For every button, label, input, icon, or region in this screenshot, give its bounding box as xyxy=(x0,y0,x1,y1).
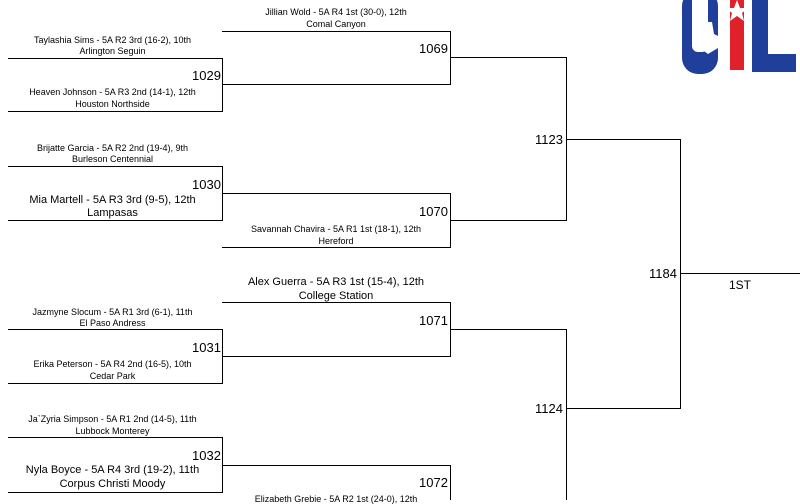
wrestler-name: Jillian Wold - 5A R4 1st (30-0), 12th xyxy=(265,7,407,17)
wrestler-name: Savannah Chavira - 5A R1 1st (18-1), 12t… xyxy=(250,224,422,234)
wrestler-school: College Station xyxy=(298,290,374,302)
match-number: 1029 xyxy=(192,68,221,83)
wrestler-school: Burleson Centennial xyxy=(71,154,154,164)
uil-logo xyxy=(682,0,796,74)
wrestler-name: Erika Peterson - 5A R4 2nd (16-5), 10th xyxy=(33,359,192,369)
bracket-line xyxy=(566,139,680,140)
match-number: 1032 xyxy=(192,448,221,463)
wrestler-school: Hereford xyxy=(318,236,354,246)
wrestler-school: Houston Northside xyxy=(75,99,150,109)
bracket-line xyxy=(680,273,800,274)
bracket-line xyxy=(566,408,680,409)
match-number: 1184 xyxy=(649,266,677,281)
wrestler-name: Jazmyne Slocum - 5A R1 3rd (6-1), 11th xyxy=(32,307,193,317)
star-icon xyxy=(726,0,748,21)
wrestler-school: Lampasas xyxy=(87,207,138,219)
bracket-line xyxy=(8,58,222,59)
bracket-line xyxy=(8,492,222,493)
wrestler-name: Nyla Boyce - 5A R4 3rd (19-2), 11th xyxy=(25,464,200,476)
bracket-line xyxy=(8,383,222,384)
wrestler-school: Lubbock Monterey xyxy=(75,426,150,436)
bracket-line xyxy=(222,302,450,303)
wrestler-school: Comal Canyon xyxy=(306,19,366,29)
match-number: 1030 xyxy=(192,177,221,192)
bracket-line xyxy=(8,329,222,330)
bracket-line xyxy=(566,329,567,500)
match-number: 1031 xyxy=(192,340,221,355)
match-number: 1072 xyxy=(419,475,448,490)
wrestler-school: El Paso Andress xyxy=(79,318,146,328)
bracket-line xyxy=(450,220,566,221)
winner-label: 1ST xyxy=(728,278,751,292)
match-number: 1069 xyxy=(419,41,448,56)
match-number: 1124 xyxy=(535,401,563,416)
bracket-line xyxy=(8,437,222,438)
match-number: 1070 xyxy=(419,204,448,219)
wrestler-name: Brijatte Garcia - 5A R2 2nd (19-4), 9th xyxy=(36,143,189,153)
bracket-line xyxy=(222,31,450,32)
bracket-line xyxy=(222,465,450,466)
bracket-line xyxy=(450,465,451,500)
wrestler-name: Alex Guerra - 5A R3 1st (15-4), 12th xyxy=(247,276,425,288)
wrestler-school: Cedar Park xyxy=(89,371,136,381)
wrestler-school: Arlington Seguin xyxy=(79,46,146,56)
bracket-line xyxy=(680,139,681,409)
bracket-line xyxy=(8,220,222,221)
bracket-line xyxy=(450,57,566,58)
bracket-line xyxy=(222,193,450,194)
wrestler-name: Mia Martell - 5A R3 3rd (9-5), 12th xyxy=(29,194,196,206)
wrestler-name: Elizabeth Grebie - 5A R2 1st (24-0), 12t… xyxy=(254,494,418,504)
wrestler-name: Heaven Johnson - 5A R3 2nd (14-1), 12th xyxy=(29,87,196,97)
bracket-line xyxy=(450,31,451,85)
bracket-line xyxy=(222,247,450,248)
bracket-line xyxy=(8,166,222,167)
bracket-line xyxy=(450,329,566,330)
bracket-line xyxy=(222,58,223,112)
match-number: 1123 xyxy=(535,132,563,147)
bracket-line xyxy=(222,356,450,357)
wrestler-school: Corpus Christi Moody xyxy=(59,478,166,490)
texas-shape xyxy=(692,22,722,54)
wrestler-name: Taylashia Sims - 5A R2 3rd (16-2), 10th xyxy=(33,35,192,45)
wrestler-name: Ja`Zyria Simpson - 5A R1 2nd (14-5), 11t… xyxy=(28,414,197,424)
bracket-line xyxy=(8,111,222,112)
match-number: 1071 xyxy=(419,313,448,328)
bracket-line xyxy=(222,84,450,85)
